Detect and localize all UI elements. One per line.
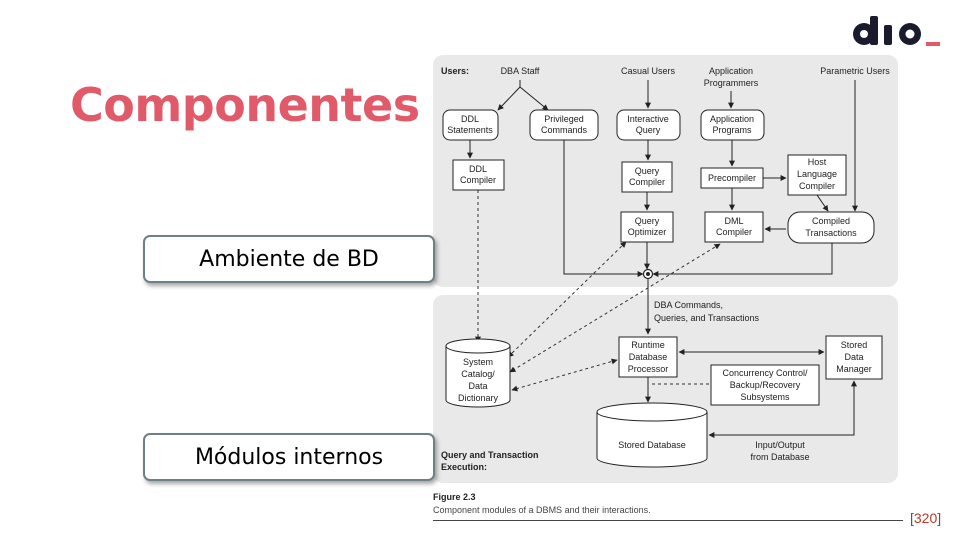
reference-number: [320] <box>910 510 942 526</box>
catalog-text-4: Dictionary <box>458 393 499 403</box>
runtime-text-1: Runtime <box>631 340 665 350</box>
host-language-text-3: Compiler <box>799 181 835 191</box>
host-language-text-2: Language <box>797 169 837 179</box>
stored-database-cylinder <box>596 402 708 468</box>
stored-database-text: Stored Database <box>618 440 686 450</box>
concurrency-text-2: Backup/Recovery <box>730 380 801 390</box>
interactive-query-text-1: Interactive <box>627 114 669 124</box>
callout-ambiente-bd: Ambiente de BD <box>143 235 435 283</box>
stored-data-manager-box <box>825 335 883 380</box>
host-language-compiler-box <box>787 154 847 196</box>
figure-caption-title: Figure 2.3 <box>433 492 476 502</box>
sdm-text-3: Manager <box>836 364 872 374</box>
dba-commands-text-2: Queries, and Transactions <box>654 313 760 323</box>
privileged-commands-text-1: Privileged <box>544 114 584 124</box>
dba-staff-label: DBA Staff <box>501 66 540 76</box>
catalog-text-2: Catalog/ <box>461 369 495 379</box>
interactive-query-text-2: Query <box>636 125 661 135</box>
ddl-statements-text-2: Statements <box>447 125 493 135</box>
catalog-text-1: System <box>463 357 493 367</box>
io-text-1: Input/Output <box>755 440 805 450</box>
runtime-processor-box <box>618 336 678 378</box>
query-compiler-text-1: Query <box>635 166 660 176</box>
compiled-transactions-text-2: Transactions <box>805 228 857 238</box>
callout-modulos-internos: Módulos internos <box>143 433 435 481</box>
dio-logo <box>853 16 940 46</box>
system-catalog-cylinder <box>445 338 511 408</box>
slide-title: Componentes <box>70 78 420 132</box>
runtime-text-2: Database <box>629 352 668 362</box>
concurrency-text-3: Subsystems <box>740 392 790 402</box>
sdm-text-2: Data <box>844 352 863 362</box>
figure-caption-text: Component modules of a DBMS and their in… <box>433 505 651 515</box>
ddl-compiler-text-1: DDL <box>469 164 487 174</box>
query-execution-text-2: Execution: <box>441 462 487 472</box>
casual-users-label: Casual Users <box>621 66 676 76</box>
app-programmers-label-2: Programmers <box>704 78 759 88</box>
query-optimizer-box <box>620 211 674 243</box>
query-optimizer-text-1: Query <box>635 216 660 226</box>
runtime-text-3: Processor <box>628 364 669 374</box>
concurrency-text-1: Concurrency Control/ <box>722 368 808 378</box>
parametric-users-label: Parametric Users <box>820 66 890 76</box>
dml-compiler-box <box>704 211 764 243</box>
dml-compiler-text-1: DML <box>724 216 743 226</box>
compiled-transactions-text-1: Compiled <box>812 216 850 226</box>
application-programs-text-1: Application <box>710 114 754 124</box>
query-optimizer-text-2: Optimizer <box>628 227 667 237</box>
app-programmers-label-1: Application <box>709 66 753 76</box>
query-compiler-text-2: Compiler <box>629 177 665 187</box>
catalog-text-3: Data <box>468 381 487 391</box>
dml-compiler-text-2: Compiler <box>716 227 752 237</box>
application-programs-text-2: Programs <box>712 125 752 135</box>
query-execution-text-1: Query and Transaction <box>441 450 539 460</box>
reference-line <box>433 520 903 521</box>
dba-commands-text-1: DBA Commands, <box>654 300 723 310</box>
privileged-commands-text-2: Commands <box>541 125 588 135</box>
compiled-transactions-box <box>787 211 875 244</box>
ddl-statements-text-1: DDL <box>461 114 479 124</box>
ddl-compiler-text-2: Compiler <box>460 175 496 185</box>
host-language-text-1: Host <box>808 157 827 167</box>
users-label: Users: <box>441 66 469 76</box>
sdm-text-1: Stored <box>841 340 868 350</box>
io-text-2: from Database <box>750 452 809 462</box>
precompiler-text: Precompiler <box>708 173 756 183</box>
